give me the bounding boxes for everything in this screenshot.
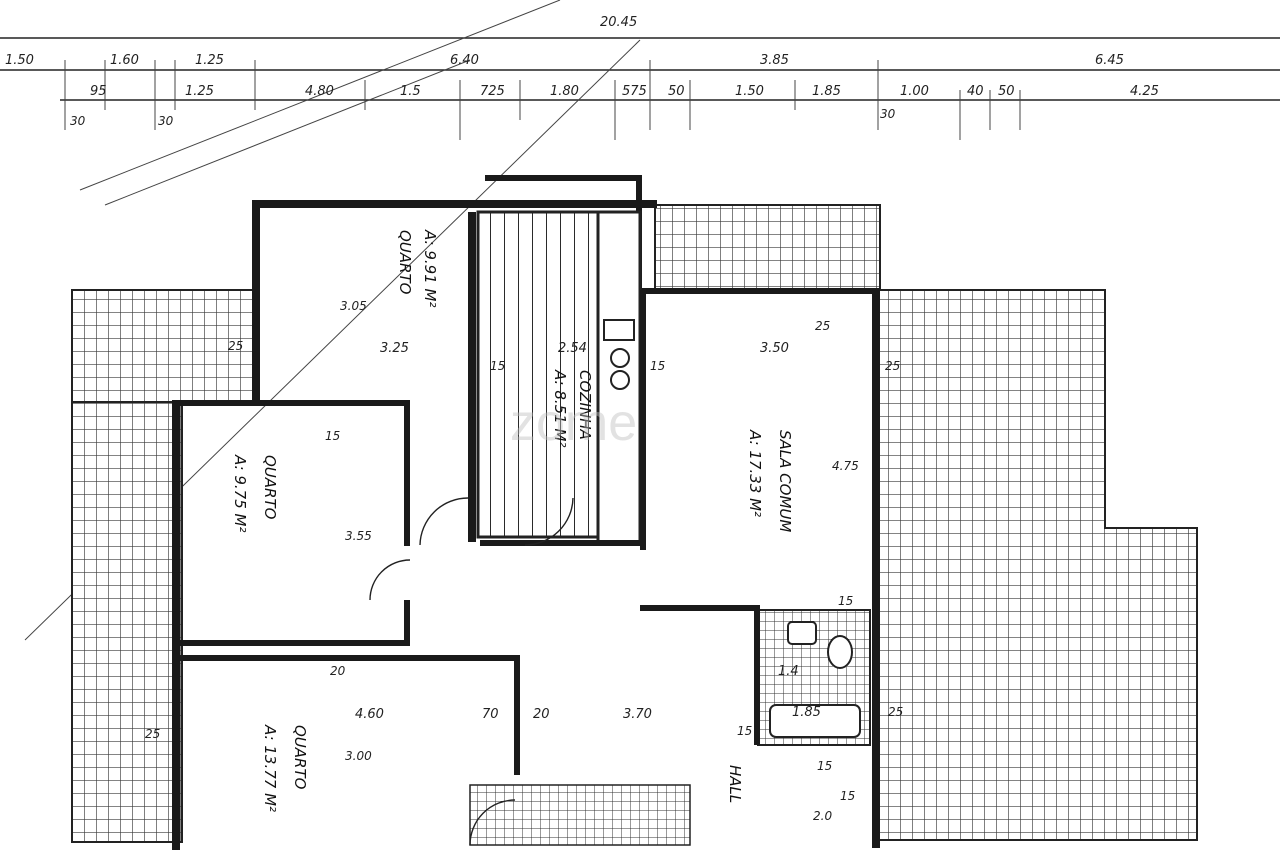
dimension-texts: 1.50 1.60 1.25 6.40 3.85 6.45 20.45 95 1…	[5, 15, 1159, 128]
dim-total: 20.45	[600, 15, 637, 30]
dim-text: 30	[880, 107, 896, 121]
terraces	[71, 204, 1198, 846]
dim-text: 50	[668, 84, 685, 99]
dim-text: 15	[840, 789, 855, 803]
dim-text: 25	[815, 319, 830, 333]
dim-text: 1.00	[900, 84, 929, 99]
dim-text: 15	[490, 359, 505, 373]
dim-text: 4.25	[1130, 84, 1159, 99]
dim-text: 95	[90, 84, 107, 99]
dim-text: 4.60	[355, 707, 384, 722]
dim-text: 1.5	[400, 84, 421, 99]
dim-text: 30	[70, 114, 86, 128]
hall-label: HALL	[726, 765, 744, 803]
dim-text: 1.80	[550, 84, 579, 99]
dim-text: 3.55	[345, 529, 372, 543]
dim-text: 6.45	[1095, 53, 1124, 68]
dim-text: 6.40	[450, 53, 479, 68]
dim-text: 25	[145, 727, 160, 741]
dim-text: 15	[838, 594, 853, 608]
dim-text: 2.0	[813, 809, 832, 823]
dim-text: 1.4	[778, 664, 799, 679]
room-area: A: 9.75 M²	[231, 454, 249, 532]
dim-text: 15	[737, 724, 752, 738]
dim-text: 1.85	[812, 84, 841, 99]
dim-text: 3.00	[345, 749, 372, 763]
dim-text: 25	[228, 339, 243, 353]
dimension-lines	[0, 0, 1280, 641]
dim-text: 15	[325, 429, 340, 443]
dim-text: 1.60	[110, 53, 139, 68]
room-name: QUARTO	[261, 455, 279, 520]
dim-text: 725	[480, 84, 505, 99]
dim-text: 20	[330, 664, 346, 678]
dim-text: 3.05	[340, 299, 367, 313]
dim-text: 20	[533, 707, 550, 722]
room-name: QUARTO	[396, 230, 414, 295]
kitchen-counter	[596, 210, 642, 544]
dim-text: 3.85	[760, 53, 789, 68]
dim-text: 1.25	[195, 53, 224, 68]
dim-text: 50	[998, 84, 1015, 99]
dim-text: 4.75	[832, 459, 859, 473]
walls	[172, 175, 880, 850]
dim-text: 30	[158, 114, 174, 128]
room-labels: QUARTO A: 9.91 M² COZINHA A: 8.51 M² SAL…	[231, 229, 794, 812]
dim-text: 25	[888, 705, 903, 719]
dim-text: 25	[885, 359, 900, 373]
dim-text: 1.85	[792, 705, 821, 720]
dim-text: 1.50	[5, 53, 34, 68]
dim-text: 3.50	[760, 341, 789, 356]
dim-text: 70	[482, 707, 499, 722]
dim-text: 40	[967, 84, 984, 99]
inner-dimensions: 25 3.25 3.05 2.54 15 3.50 25 15 25 15 4.…	[145, 299, 903, 823]
bottom-tiles	[469, 784, 691, 846]
room-name: QUARTO	[291, 725, 309, 790]
terrace-left	[71, 401, 183, 843]
terrace-left-top	[71, 289, 255, 403]
dim-text: 15	[817, 759, 832, 773]
room-name: COZINHA	[576, 370, 594, 440]
dim-text: 4.80	[305, 84, 334, 99]
room-area: A: 9.91 M²	[421, 229, 439, 307]
dim-text: 3.25	[380, 341, 409, 356]
dim-text: 1.50	[735, 84, 764, 99]
room-area: A: 13.77 M²	[261, 724, 279, 812]
dim-text: 15	[650, 359, 665, 373]
terrace-right	[877, 289, 1198, 841]
room-area: A: 17.33 M²	[746, 429, 764, 517]
room-name: SALA COMUM	[776, 430, 794, 532]
dim-text: 575	[622, 84, 647, 99]
watermark-logo: zome	[510, 394, 637, 452]
dim-text: 2.54	[558, 341, 587, 356]
kitchen-floor	[476, 210, 600, 539]
dim-text: 1.25	[185, 84, 214, 99]
room-area: A: 8.51 M²	[551, 369, 569, 447]
dim-text: 3.70	[623, 707, 652, 722]
terrace-top	[654, 204, 881, 291]
